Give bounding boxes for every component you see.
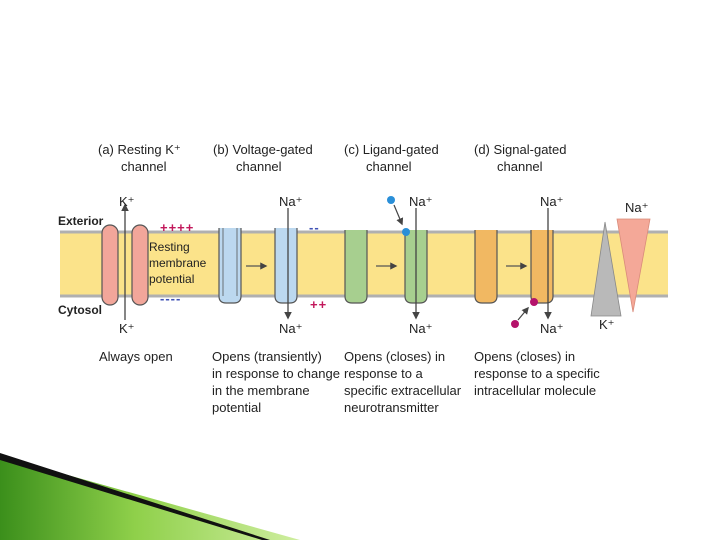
channel-c-ligand-gated [344, 196, 428, 320]
panel-b-caption-1: Opens (transiently) [212, 349, 322, 364]
small-positive-charges: ++ [310, 297, 328, 312]
panel-a-caption-1: Always open [99, 349, 173, 364]
panel-a-heading-1: (a) Resting K⁺ [98, 142, 181, 157]
panel-c-caption-2: response to a [344, 366, 423, 381]
gradient-k-label: K⁺ [599, 317, 615, 332]
decorative-wedge-dark [0, 453, 270, 540]
panel-c-ion-bottom: Na⁺ [409, 321, 433, 336]
small-negative-charges: -- [309, 220, 320, 235]
exterior-label: Exterior [58, 214, 104, 228]
channel-b-voltage-gated [218, 208, 298, 320]
panel-d-caption-2: response to a specific [474, 366, 600, 381]
panel-b-caption-4: potential [212, 400, 262, 415]
positive-charges: ++++ [160, 220, 195, 235]
membrane-label-3: potential [149, 272, 195, 286]
negative-charges: ---- [160, 291, 182, 306]
panel-b-ion-bottom: Na⁺ [279, 321, 303, 336]
panel-c-ion-top: Na⁺ [409, 194, 433, 209]
panel-d-ion-bottom: Na⁺ [540, 321, 564, 336]
channel-d-signal-gated [474, 208, 554, 328]
panel-b-heading-2: channel [236, 159, 282, 174]
panel-d-heading-2: channel [497, 159, 543, 174]
membrane-label-1: Resting [149, 240, 190, 254]
panel-c-caption-3: specific extracellular [344, 383, 462, 398]
panel-c-heading-2: channel [366, 159, 412, 174]
panel-b-caption-2: in response to change [212, 366, 340, 381]
panel-c-caption-4: neurotransmitter [344, 400, 439, 415]
membrane-label-2: membrane [149, 256, 207, 270]
panel-b-heading-1: (b) Voltage-gated [213, 142, 313, 157]
panel-a-ion-top: K⁺ [119, 194, 135, 209]
bound-ligand [402, 228, 410, 236]
bound-signal [530, 298, 538, 306]
decorative-wedge-green [0, 456, 300, 540]
panel-c-heading-1: (c) Ligand-gated [344, 142, 439, 157]
panel-a-heading-2: channel [121, 159, 167, 174]
k-gradient-triangle [590, 221, 622, 317]
panel-b-caption-3: in the membrane [212, 383, 310, 398]
ligand-molecule [387, 196, 395, 204]
panel-d-caption-1: Opens (closes) in [474, 349, 576, 364]
channel-a-resting [101, 203, 149, 320]
panel-d-caption-3: intracellular molecule [474, 383, 597, 398]
panel-b-ion-top: Na⁺ [279, 194, 303, 209]
cytosol-label: Cytosol [58, 303, 103, 317]
signal-molecule [511, 320, 519, 328]
panel-a-ion-bottom: K⁺ [119, 321, 135, 336]
na-gradient-triangle [616, 218, 651, 313]
gradient-na-label: Na⁺ [625, 200, 649, 215]
panel-c-caption-1: Opens (closes) in [344, 349, 446, 364]
panel-d-ion-top: Na⁺ [540, 194, 564, 209]
panel-d-heading-1: (d) Signal-gated [474, 142, 567, 157]
